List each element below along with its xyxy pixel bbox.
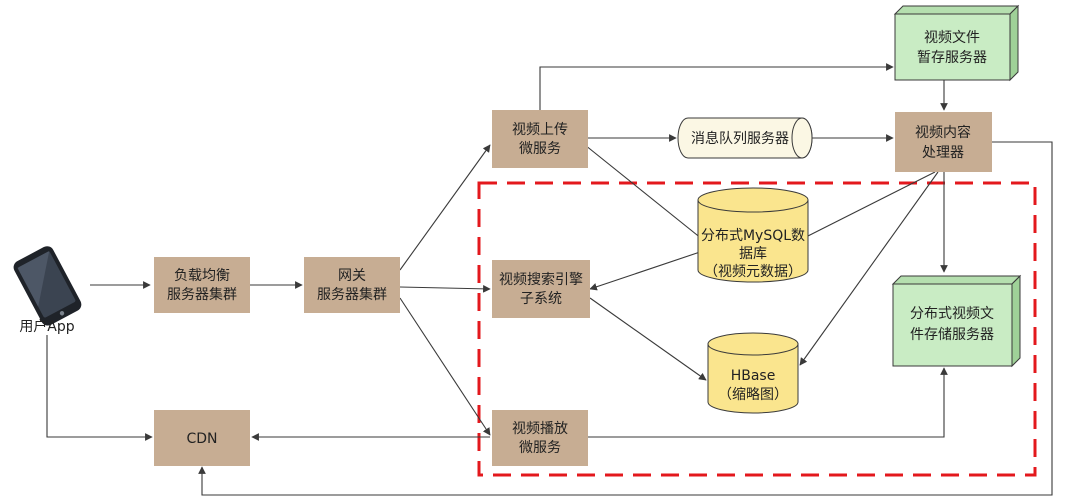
upload-service-node[interactable]: 视频上传 微服务 <box>492 110 588 168</box>
edge-processor-to-mysql <box>799 171 936 241</box>
distributed-storage-node[interactable]: 分布式视频文 件存储服务器 <box>891 274 1022 368</box>
gateway-line-2: 服务器集群 <box>317 286 387 303</box>
edge-mysql-to-search <box>589 251 701 291</box>
message-queue-label: 消息队列服务器 <box>691 130 789 147</box>
content-processor-line-2: 处理器 <box>922 145 964 161</box>
edge-app-to-cdn <box>46 335 153 441</box>
temp-storage-node[interactable]: 视频文件 暂存服务器 <box>893 4 1020 82</box>
distributed-storage-line-2: 件存储服务器 <box>910 327 994 343</box>
upload-service-line-1: 视频上传 <box>512 122 568 138</box>
playback-service-line-1: 视频播放 <box>512 421 568 437</box>
edges <box>46 63 1053 496</box>
edge-search-to-hbase <box>589 297 707 381</box>
edge-playback-to-storage <box>588 367 948 438</box>
search-subsystem-node[interactable]: 视频搜索引擎 子系统 <box>492 260 590 318</box>
mysql-db-line-1: 分布式MySQL数 <box>701 228 805 244</box>
playback-service-node[interactable]: 视频播放 微服务 <box>492 410 588 466</box>
gateway-line-1: 网关 <box>338 268 366 284</box>
hbase-line-1: HBase <box>731 368 776 384</box>
edge-gateway-to-upload <box>399 144 491 271</box>
edge-upload-to-temp-storage <box>539 63 894 110</box>
mysql-db-line-3: （视频元数据） <box>704 264 802 280</box>
user-app-label: 用户App <box>19 318 74 335</box>
mysql-db-node[interactable]: 分布式MySQL数 据库 （视频元数据） <box>697 187 809 283</box>
smartphone-icon <box>13 246 82 326</box>
edge-upload-to-mysql <box>584 144 713 248</box>
temp-storage-line-2: 暂存服务器 <box>917 50 987 66</box>
distributed-storage-line-1: 分布式视频文 <box>910 306 994 322</box>
load-balancer-line-2: 服务器集群 <box>167 286 237 303</box>
cdn-label: CDN <box>186 431 217 447</box>
mysql-db-line-2: 据库 <box>739 246 767 262</box>
hbase-line-2: （缩略图） <box>718 387 788 403</box>
user-app-node[interactable]: 用户App <box>11 244 84 335</box>
gateway-node[interactable]: 网关 服务器集群 <box>304 257 400 313</box>
search-subsystem-line-2: 子系统 <box>520 291 562 307</box>
temp-storage-line-1: 视频文件 <box>924 30 980 46</box>
content-processor-line-1: 视频内容 <box>915 124 971 141</box>
load-balancer-node[interactable]: 负载均衡 服务器集群 <box>154 257 250 313</box>
search-subsystem-line-1: 视频搜索引擎 <box>499 271 583 288</box>
load-balancer-line-1: 负载均衡 <box>174 268 230 284</box>
playback-service-line-2: 微服务 <box>519 440 561 456</box>
dashed-region <box>477 181 1037 477</box>
edge-processor-to-hbase <box>799 171 939 366</box>
edge-gateway-to-playback <box>399 297 491 436</box>
message-queue-node[interactable]: 消息队列服务器 <box>677 117 813 159</box>
hbase-node[interactable]: HBase （缩略图） <box>707 332 799 414</box>
cdn-node[interactable]: CDN <box>154 410 250 466</box>
content-processor-node[interactable]: 视频内容 处理器 <box>895 112 992 172</box>
edge-processor-to-cdn <box>198 141 1053 496</box>
edge-gateway-to-search <box>399 284 491 293</box>
upload-service-line-2: 微服务 <box>519 141 561 157</box>
